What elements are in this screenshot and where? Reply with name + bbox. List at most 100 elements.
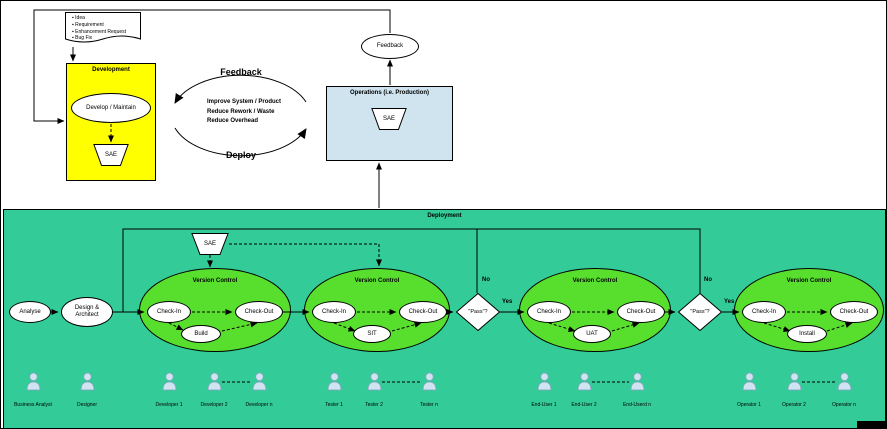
person-label: Operator 2 <box>782 402 806 408</box>
person-label: Tester 2 <box>365 402 383 408</box>
person-icon <box>537 372 551 391</box>
cycle-benefits: Improve System / Product Reduce Rework /… <box>207 98 281 127</box>
person-icon <box>26 372 40 391</box>
person-label: Developer n <box>245 402 273 408</box>
person-tester-2: Tester 2 <box>338 372 410 408</box>
person-label: Tester 1 <box>325 402 343 408</box>
decision-1-no-label: No <box>482 277 490 283</box>
person-label: Developer 2 <box>200 402 228 408</box>
deployment-title: Deployment <box>427 213 462 219</box>
person-icon <box>80 372 94 391</box>
person-label: End-User 1 <box>531 402 557 408</box>
vc1-title: Version Control <box>192 278 238 284</box>
vc3-uat-label: UAT <box>586 330 598 337</box>
person-operator-n: Operator n <box>808 372 880 408</box>
vc2-check-in: Check-In <box>312 301 356 323</box>
person-end-user-2: End-User 2 <box>548 372 620 408</box>
vc1-build-label: Build <box>194 330 208 337</box>
person-end-user-n: End-Userd n <box>601 372 673 408</box>
person-icon <box>630 372 644 391</box>
vc4-install: Install <box>787 325 827 343</box>
analyse-ellipse: Analyse <box>9 301 51 323</box>
vc4-check-out-label: Check-Out <box>839 308 869 315</box>
person-icon <box>252 372 266 391</box>
person-business-analyst: Business Analyst <box>1 372 69 408</box>
person-icon <box>787 372 801 391</box>
document-item: Bug Fix <box>72 35 126 42</box>
benefit-line: Reduce Rework / Waste <box>207 108 275 115</box>
develop-maintain-label: Develop / Maintain <box>86 104 136 111</box>
vc4-check-in-label: Check-In <box>751 308 776 315</box>
deployment-sae-trapezoid: SAE <box>191 233 229 255</box>
deployment-sae-label: SAE <box>203 241 216 247</box>
development-sae-label: SAE <box>104 152 117 158</box>
cycle-feedback-label: Feedback <box>220 67 262 77</box>
feedback-label: Feedback <box>376 43 404 50</box>
person-end-user-1: End-User 1 <box>508 372 580 408</box>
person-developer-2: Developer 2 <box>178 372 250 408</box>
person-developer-n: Developer n <box>223 372 295 408</box>
benefit-line: Reduce Overhead <box>207 118 259 125</box>
analyse-label: Analyse <box>19 308 41 315</box>
decision-pass-1-label: "Pass"? <box>468 309 488 315</box>
decision-pass-2-label: "Pass"? <box>690 309 710 315</box>
vc4-install-label: Install <box>799 330 815 337</box>
vc1-check-in: Check-In <box>147 301 191 323</box>
vc3-check-in: Check-In <box>527 301 571 323</box>
person-icon <box>577 372 591 391</box>
vc3-check-out-label: Check-Out <box>626 308 656 315</box>
develop-maintain-ellipse: Develop / Maintain <box>71 93 151 123</box>
vc1-build: Build <box>181 325 221 343</box>
vc2-check-out: Check-Out <box>399 301 447 323</box>
vc3-check-out: Check-Out <box>617 301 665 323</box>
vc1-check-out: Check-Out <box>235 301 283 323</box>
person-operator-1: Operator 1 <box>713 372 785 408</box>
vc2-sit: SIT <box>353 325 391 343</box>
vc2-check-in-label: Check-In <box>321 308 346 315</box>
decision-pass-1: "Pass"? <box>456 293 500 331</box>
person-label: End-Userd n <box>622 402 652 408</box>
vc1-check-out-label: Check-Out <box>244 308 274 315</box>
document-item: Requirement <box>72 22 126 29</box>
person-label: Developer 1 <box>155 402 183 408</box>
person-label: End-User 2 <box>571 402 597 408</box>
decision-1-yes-label: Yes <box>502 299 513 305</box>
benefit-line: Improve System / Product <box>207 99 282 105</box>
person-developer-1: Developer 1 <box>133 372 205 408</box>
operations-sae-trapezoid: SAE <box>371 108 407 130</box>
document-items: Idea Requirement Enhancement Request Bug… <box>72 15 126 42</box>
vc1-check-in-label: Check-In <box>156 308 181 315</box>
person-label: Business Analyst <box>14 402 52 408</box>
decision-2-no-label: No <box>704 277 712 283</box>
person-label: Operator 1 <box>737 402 761 408</box>
person-icon <box>162 372 176 391</box>
person-icon <box>837 372 851 391</box>
design-architect-label: Design & Architect <box>74 305 100 318</box>
document-item: Idea <box>72 15 126 22</box>
vc3-uat: UAT <box>573 325 611 343</box>
development-title: Development <box>92 67 130 73</box>
person-icon <box>742 372 756 391</box>
vc3-check-in-label: Check-In <box>536 308 561 315</box>
person-tester-n: Tester n <box>393 372 465 408</box>
person-designer: Designer <box>51 372 123 408</box>
decision-pass-2: "Pass"? <box>678 293 722 331</box>
operations-sae-label: SAE <box>382 116 395 122</box>
vc2-check-out-label: Check-Out <box>408 308 438 315</box>
intake-document: Idea Requirement Enhancement Request Bug… <box>65 12 141 48</box>
corner-mark <box>857 421 886 428</box>
person-icon <box>367 372 381 391</box>
person-label: Operator n <box>832 402 856 408</box>
vc2-sit-label: SIT <box>367 330 377 337</box>
development-sae-trapezoid: SAE <box>93 144 129 166</box>
vc4-title: Version Control <box>786 278 832 284</box>
person-label: Designer <box>76 402 97 408</box>
design-architect-ellipse: Design & Architect <box>61 297 113 327</box>
vc4-check-out: Check-Out <box>830 301 878 323</box>
vc2-title: Version Control <box>354 278 400 284</box>
operations-title: Operations (i.e. Production) <box>349 90 429 96</box>
decision-2-yes-label: Yes <box>724 299 735 305</box>
vc3-title: Version Control <box>572 278 618 284</box>
person-tester-1: Tester 1 <box>298 372 370 408</box>
